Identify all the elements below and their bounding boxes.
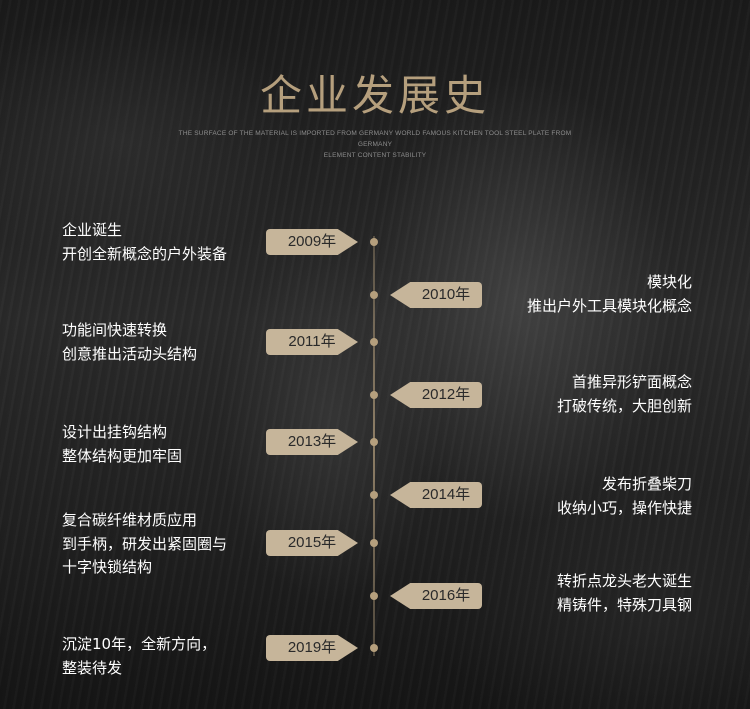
- desc-line: 开创全新概念的户外装备: [62, 244, 228, 263]
- year-tag-2016: 2016年: [390, 583, 482, 609]
- desc-line: 发布折叠柴刀: [601, 475, 692, 493]
- year-tag-2011: 2011年: [266, 329, 358, 355]
- year-tag-2013: 2013年: [266, 429, 358, 455]
- timeline-desc-2014: 发布折叠柴刀 收纳小巧，操作快捷: [557, 473, 692, 520]
- timeline-axis: [373, 236, 375, 656]
- year-label: 2019年: [287, 639, 337, 656]
- year-tag-2019: 2019年: [266, 635, 358, 661]
- timeline-desc-2012: 首推异形铲面概念 打破传统，大胆创新: [557, 371, 692, 418]
- timeline-desc-2016: 转折点龙头老大诞生 精铸件，特殊刀具钢: [557, 570, 692, 617]
- year-label: 2013年: [287, 433, 337, 450]
- year-label: 2015年: [287, 534, 337, 551]
- page-subtitle: THE SURFACE OF THE MATERIAL IS IMPORTED …: [170, 128, 580, 161]
- desc-line: 十字快锁结构: [62, 558, 153, 576]
- timeline-desc-2010: 模块化 推出户外工具模块化概念: [527, 271, 692, 318]
- desc-line: 功能间快速转换: [62, 321, 168, 339]
- desc-line: 到手柄，研发出紧固圈与: [62, 534, 228, 553]
- subtitle-line-1: THE SURFACE OF THE MATERIAL IS IMPORTED …: [178, 130, 572, 148]
- desc-line: 设计出挂钩结构: [62, 423, 168, 441]
- desc-line: 收纳小巧，操作快捷: [556, 498, 692, 517]
- year-label: 2014年: [421, 486, 471, 503]
- year-label: 2011年: [288, 333, 336, 350]
- desc-line: 复合碳纤维材质应用: [62, 511, 198, 529]
- desc-line: 沉淀10年，全新方向，: [62, 635, 217, 653]
- year-tag-2012: 2012年: [390, 382, 482, 408]
- timeline-dot: [370, 491, 378, 499]
- page-title: 企业发展史: [259, 71, 490, 120]
- desc-line: 模块化: [646, 273, 692, 291]
- year-tag-2015: 2015年: [266, 530, 358, 556]
- timeline-dot: [370, 291, 378, 299]
- year-tag-2014: 2014年: [390, 482, 482, 508]
- timeline-desc-2019: 沉淀10年，全新方向， 整装待发: [62, 633, 216, 680]
- desc-line: 精铸件，特殊刀具钢: [556, 595, 692, 614]
- desc-line: 推出户外工具模块化概念: [526, 296, 692, 315]
- year-tag-2009: 2009年: [266, 229, 358, 255]
- desc-line: 首推异形铲面概念: [571, 373, 692, 391]
- year-label: 2016年: [421, 587, 471, 604]
- timeline-desc-2015: 复合碳纤维材质应用 到手柄，研发出紧固圈与 十字快锁结构: [62, 509, 227, 580]
- desc-line: 打破传统，大胆创新: [556, 396, 692, 415]
- timeline-dot: [370, 338, 378, 346]
- timeline-dot: [370, 238, 378, 246]
- desc-line: 创意推出活动头结构: [62, 344, 198, 363]
- year-label: 2009年: [287, 233, 337, 250]
- timeline-dot: [370, 539, 378, 547]
- timeline-desc-2011: 功能间快速转换 创意推出活动头结构: [62, 319, 197, 366]
- year-tag-2010: 2010年: [390, 282, 482, 308]
- desc-line: 整体结构更加牢固: [62, 446, 183, 465]
- desc-line: 转折点龙头老大诞生: [556, 572, 692, 590]
- year-label: 2010年: [421, 286, 471, 303]
- desc-line: 企业诞生: [62, 221, 123, 239]
- timeline-dot: [370, 391, 378, 399]
- timeline-dot: [370, 438, 378, 446]
- year-label: 2012年: [421, 386, 471, 403]
- timeline-dot: [370, 592, 378, 600]
- desc-line: 整装待发: [62, 658, 123, 677]
- timeline-desc-2009: 企业诞生 开创全新概念的户外装备: [62, 219, 227, 266]
- timeline-dot: [370, 644, 378, 652]
- subtitle-line-2: ELEMENT CONTENT STABILITY: [323, 152, 427, 159]
- timeline-desc-2013: 设计出挂钩结构 整体结构更加牢固: [62, 421, 182, 468]
